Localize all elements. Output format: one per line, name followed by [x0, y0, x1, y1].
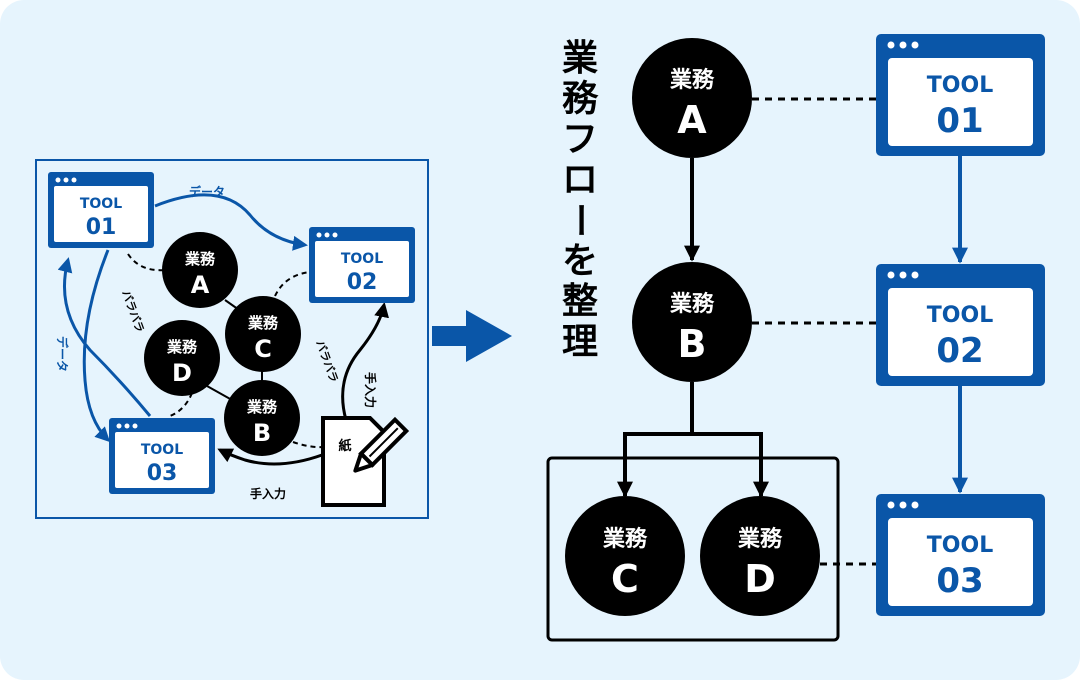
title-char: フ [562, 119, 598, 160]
after-tool02-number: 02 [936, 331, 983, 371]
data-arrow-tool01-tool02 [154, 193, 308, 251]
before-tool02: TOOL 02 [309, 227, 415, 303]
title-char: 業 [562, 38, 598, 79]
paper-label: 紙 [338, 438, 351, 454]
after-panel: 業務 A 業務 B 業務 C 業務 D TOOL 01 [546, 34, 1045, 642]
data-arrow-tool03-tool01 [57, 257, 152, 417]
before-task-d-letter: D [172, 359, 192, 387]
after-task-c: 業務 C [565, 496, 685, 616]
before-task-a: 業務 A [162, 232, 238, 308]
flow-branch-b-cd [623, 382, 763, 494]
after-task-d-label: 業務 [738, 526, 783, 552]
before-tool02-number: 02 [347, 270, 378, 295]
title-char: 整 [562, 281, 598, 322]
before-tool03-label: TOOL [141, 442, 183, 458]
before-tool01-label: TOOL [80, 196, 122, 212]
after-task-b-label: 業務 [670, 291, 715, 317]
after-task-a-letter: A [677, 98, 707, 142]
after-task-d-letter: D [744, 557, 776, 601]
after-task-a-label: 業務 [670, 67, 715, 93]
before-task-d: 業務 D [144, 320, 220, 396]
paper-pencil-icon: 紙 [321, 416, 410, 507]
after-tool01-label: TOOL [927, 73, 993, 98]
before-tool01-number: 01 [86, 215, 117, 240]
after-tool01: TOOL 01 [876, 34, 1045, 156]
manual-arrow-paper-tool02 [341, 302, 389, 421]
after-tool02-label: TOOL [927, 303, 993, 328]
before-tool01: TOOL 01 [48, 172, 154, 248]
label-data-left: データ [55, 336, 70, 372]
label-manual-bottom: 手入力 [250, 486, 286, 501]
title-char: ロ [562, 160, 598, 201]
label-manual-top: 手入力 [363, 372, 378, 408]
before-panel: TOOL 01 TOOL 02 TOOL 03 業務 A 業務 C [35, 159, 429, 519]
title-char: 理 [562, 322, 598, 363]
title-char: ー [559, 202, 600, 238]
dashed-link-c-tool02 [274, 271, 311, 297]
after-task-a: 業務 A [632, 38, 752, 158]
before-task-c-label: 業務 [247, 314, 279, 332]
before-task-a-letter: A [191, 271, 210, 299]
after-task-b-letter: B [678, 322, 707, 366]
before-task-a-label: 業務 [184, 250, 216, 268]
before-task-c: 業務 C [225, 296, 301, 372]
after-task-c-label: 業務 [603, 526, 648, 552]
after-task-b: 業務 B [632, 262, 752, 382]
before-task-b: 業務 B [224, 380, 300, 456]
transition-arrow-icon [432, 310, 512, 362]
dashed-link-a-tool01 [127, 253, 166, 272]
after-tool03: TOOL 03 [876, 494, 1045, 616]
title-char: を [562, 241, 598, 282]
after-tool02: TOOL 02 [876, 264, 1045, 386]
parallel-task-group [546, 456, 840, 642]
after-task-d: 業務 D [700, 496, 820, 616]
label-data-top: データ [189, 184, 225, 199]
dashed-link-d-tool03 [169, 392, 193, 417]
after-tool03-label: TOOL [927, 533, 993, 558]
after-task-c-letter: C [611, 557, 639, 601]
before-task-d-label: 業務 [166, 338, 198, 356]
before-task-b-label: 業務 [246, 398, 278, 416]
after-tool03-number: 03 [936, 561, 983, 601]
before-tool03: TOOL 03 [109, 418, 215, 494]
before-task-b-letter: B [253, 419, 271, 447]
title-char: 務 [562, 79, 599, 120]
before-tool03-number: 03 [147, 461, 178, 486]
link-d-b [206, 385, 233, 401]
before-task-c-letter: C [254, 335, 272, 363]
before-tool02-label: TOOL [341, 251, 383, 267]
after-tool01-number: 01 [936, 101, 983, 141]
data-arrow-tool01-tool03 [82, 249, 111, 443]
manual-arrow-paper-tool03 [217, 448, 323, 466]
